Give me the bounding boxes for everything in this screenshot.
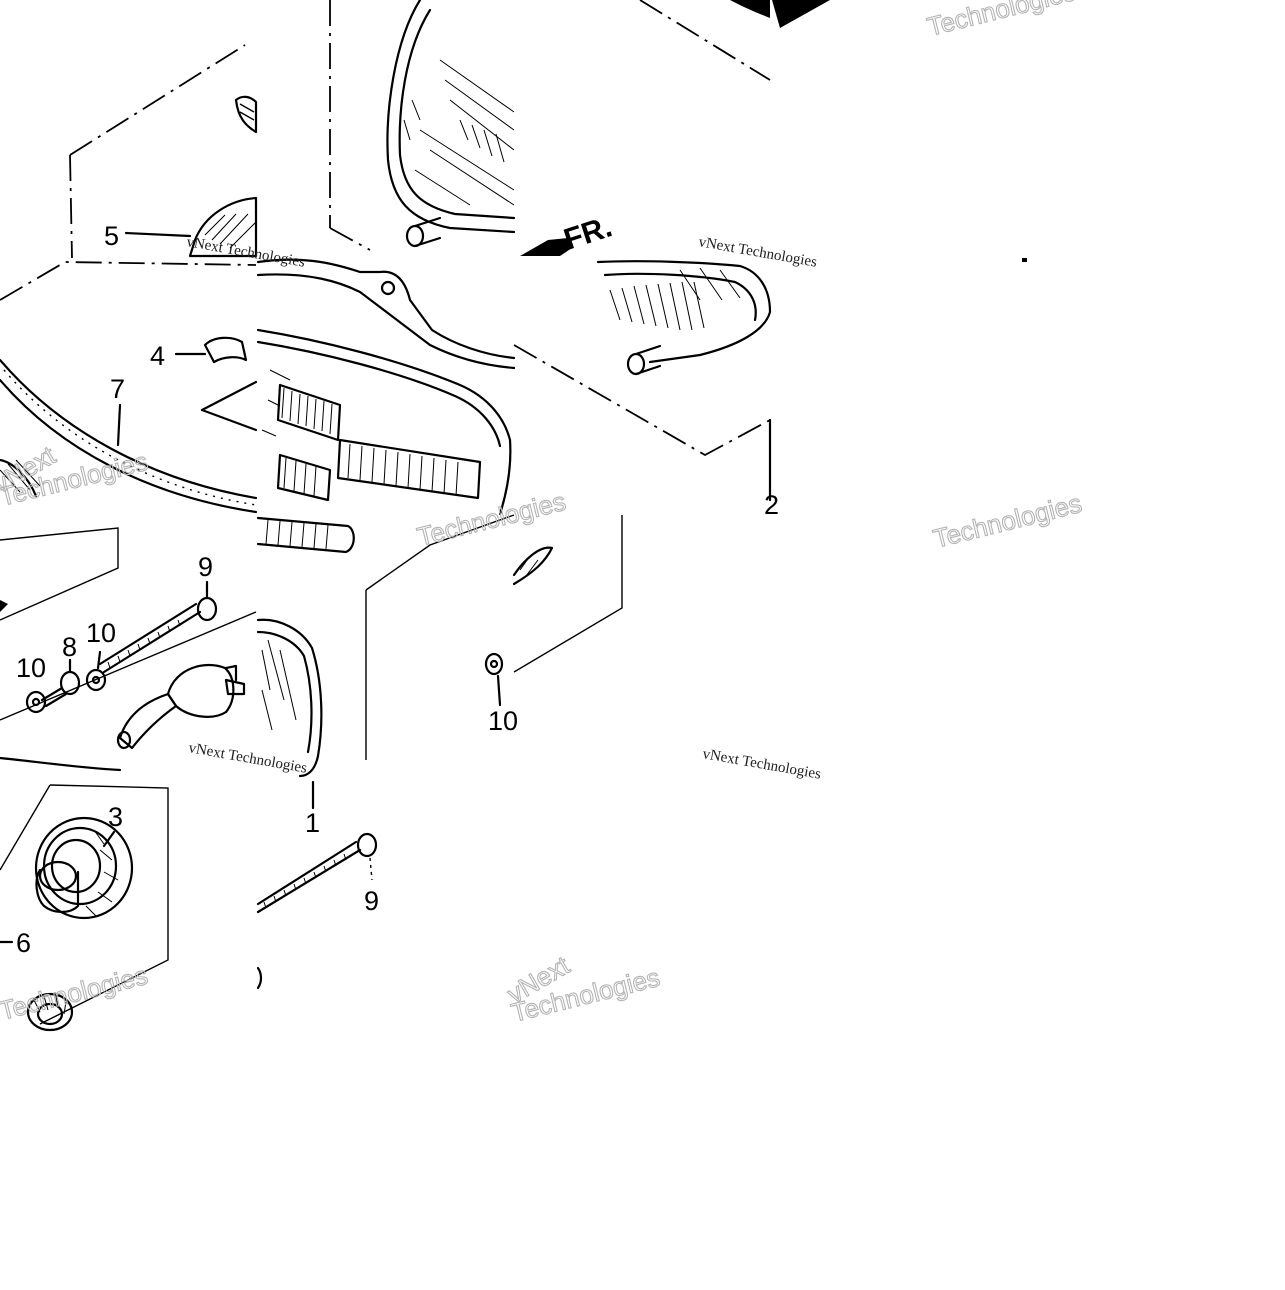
front-direction-label: FR. — [560, 210, 616, 256]
watermark-text: Technologies — [930, 488, 1085, 554]
callout-1: 1 — [305, 808, 320, 838]
tile-top-middle — [329, 0, 516, 251]
watermark-text: Technologies — [924, 0, 1079, 42]
callout-numbers: 5 4 7 9 10 8 10 10 2 1 3 6 9 — [16, 221, 779, 958]
tile-top-right: FR. — [520, 0, 771, 257]
watermark-text: vNext Technologies — [697, 234, 818, 271]
watermark-text: Technologies — [0, 960, 151, 1026]
callout-4: 4 — [150, 341, 165, 371]
callout-6: 6 — [16, 928, 31, 958]
callout-9-upper: 9 — [198, 552, 213, 582]
tile-lower-center — [256, 514, 515, 810]
callout-2: 2 — [764, 490, 779, 520]
tile-bottom-middle — [256, 832, 378, 990]
tile-center — [256, 258, 516, 516]
tile-far-right-top — [772, 0, 1027, 262]
watermark-text: vNext Technologies — [185, 234, 306, 271]
tile-mid-left — [0, 261, 258, 514]
tile-bottom-left — [0, 784, 169, 1032]
watermark-text: Technologies — [414, 486, 569, 552]
tile-lower-right — [484, 515, 623, 707]
tile-mid-right — [513, 260, 772, 502]
callout-10-left: 10 — [16, 653, 46, 683]
callout-9-lower: 9 — [364, 886, 379, 916]
callout-5: 5 — [104, 221, 119, 251]
watermarks: vNext Technologies vNext Technologies vN… — [0, 0, 1085, 1028]
watermark-text: vNext Technologies — [187, 740, 308, 777]
callout-10-right: 10 — [488, 706, 518, 736]
callout-3: 3 — [108, 802, 123, 832]
front-direction-arrow — [520, 238, 572, 256]
callout-7: 7 — [110, 374, 125, 404]
tile-lower-left — [0, 527, 257, 772]
watermark-text: vNext Technologies — [701, 746, 822, 783]
tile-top-left — [69, 44, 258, 259]
callout-10-upper: 10 — [86, 618, 116, 648]
callout-8: 8 — [62, 632, 77, 662]
